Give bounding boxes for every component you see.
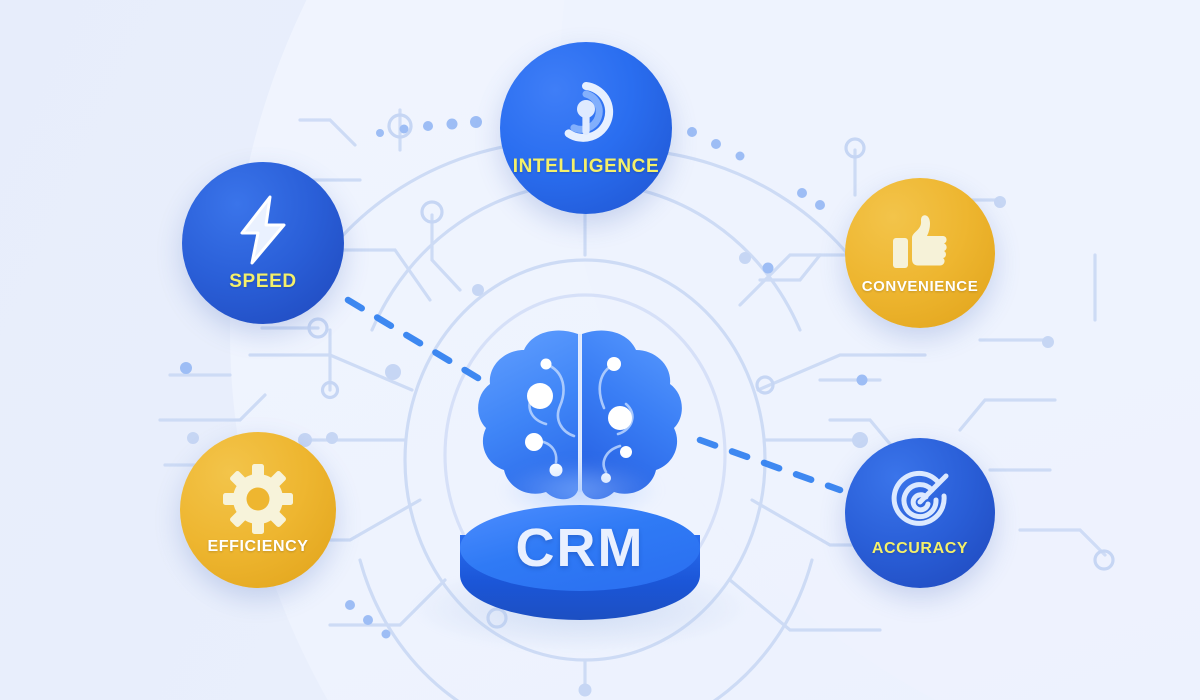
brain-icon [478,330,682,500]
node-convenience-label: CONVENIENCE [861,277,979,295]
target-arrow-icon [886,468,954,536]
node-efficiency-label: EFFICIENCY [207,538,309,555]
crm-cylinder-top [460,505,700,591]
brain-graphic [470,320,690,520]
crm-label: CRM [515,518,645,578]
lightning-bolt-icon [230,193,296,267]
network-node-icon [549,78,623,152]
crm-platform[interactable]: CRM [405,505,755,653]
gear-icon [223,464,293,534]
node-accuracy[interactable]: ACCURACY [845,438,995,588]
node-convenience[interactable]: CONVENIENCE [845,178,995,328]
node-speed[interactable]: SPEED [182,162,344,324]
node-accuracy-label: ACCURACY [871,540,969,557]
node-efficiency[interactable]: EFFICIENCY [180,432,336,588]
node-intelligence-label: INTELLIGENCE [512,156,660,177]
thumbs-up-icon [889,212,951,274]
node-speed-label: SPEED [229,271,297,292]
node-intelligence[interactable]: INTELLIGENCE [500,42,672,214]
